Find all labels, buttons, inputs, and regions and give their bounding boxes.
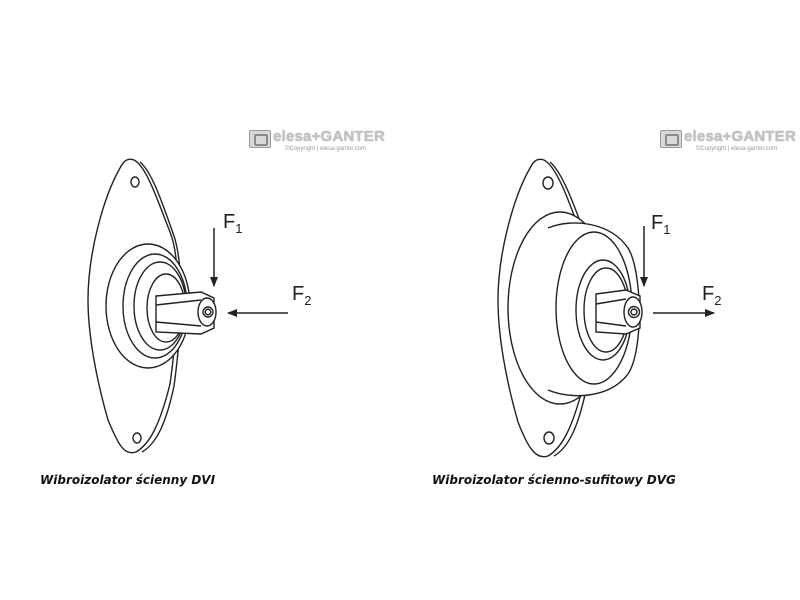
brand-logo-text: elesa+GANTER [273,128,386,145]
dvi-force2-label: F2 [292,283,311,308]
dvg-force2-label: F2 [702,283,721,308]
dvg-mount-hole-bottom [543,431,555,445]
brand-copyright: ©Copyright | elesa-ganter.com [285,146,367,152]
dvg-force1-label: F1 [651,212,670,237]
dvi-caption: Wibroizolator ścienny DVI [40,473,216,487]
brand-logo-text: elesa+GANTER [684,128,797,145]
dvg-caption: Wibroizolator ścienno-sufitowy DVG [432,473,676,487]
brand-mark-icon [249,130,271,148]
dvi-force1-label: F1 [223,211,242,236]
brand-copyright: ©Copyright | elesa-ganter.com [696,146,778,152]
dvg-isolator-drawing [497,158,643,458]
dvi-mount-hole-top [130,176,140,188]
dvi-isolator-drawing [87,158,217,454]
dvi-mount-hole-bottom [132,432,142,444]
brand-mark-icon [660,130,682,148]
dvg-mount-hole-top [542,176,554,190]
